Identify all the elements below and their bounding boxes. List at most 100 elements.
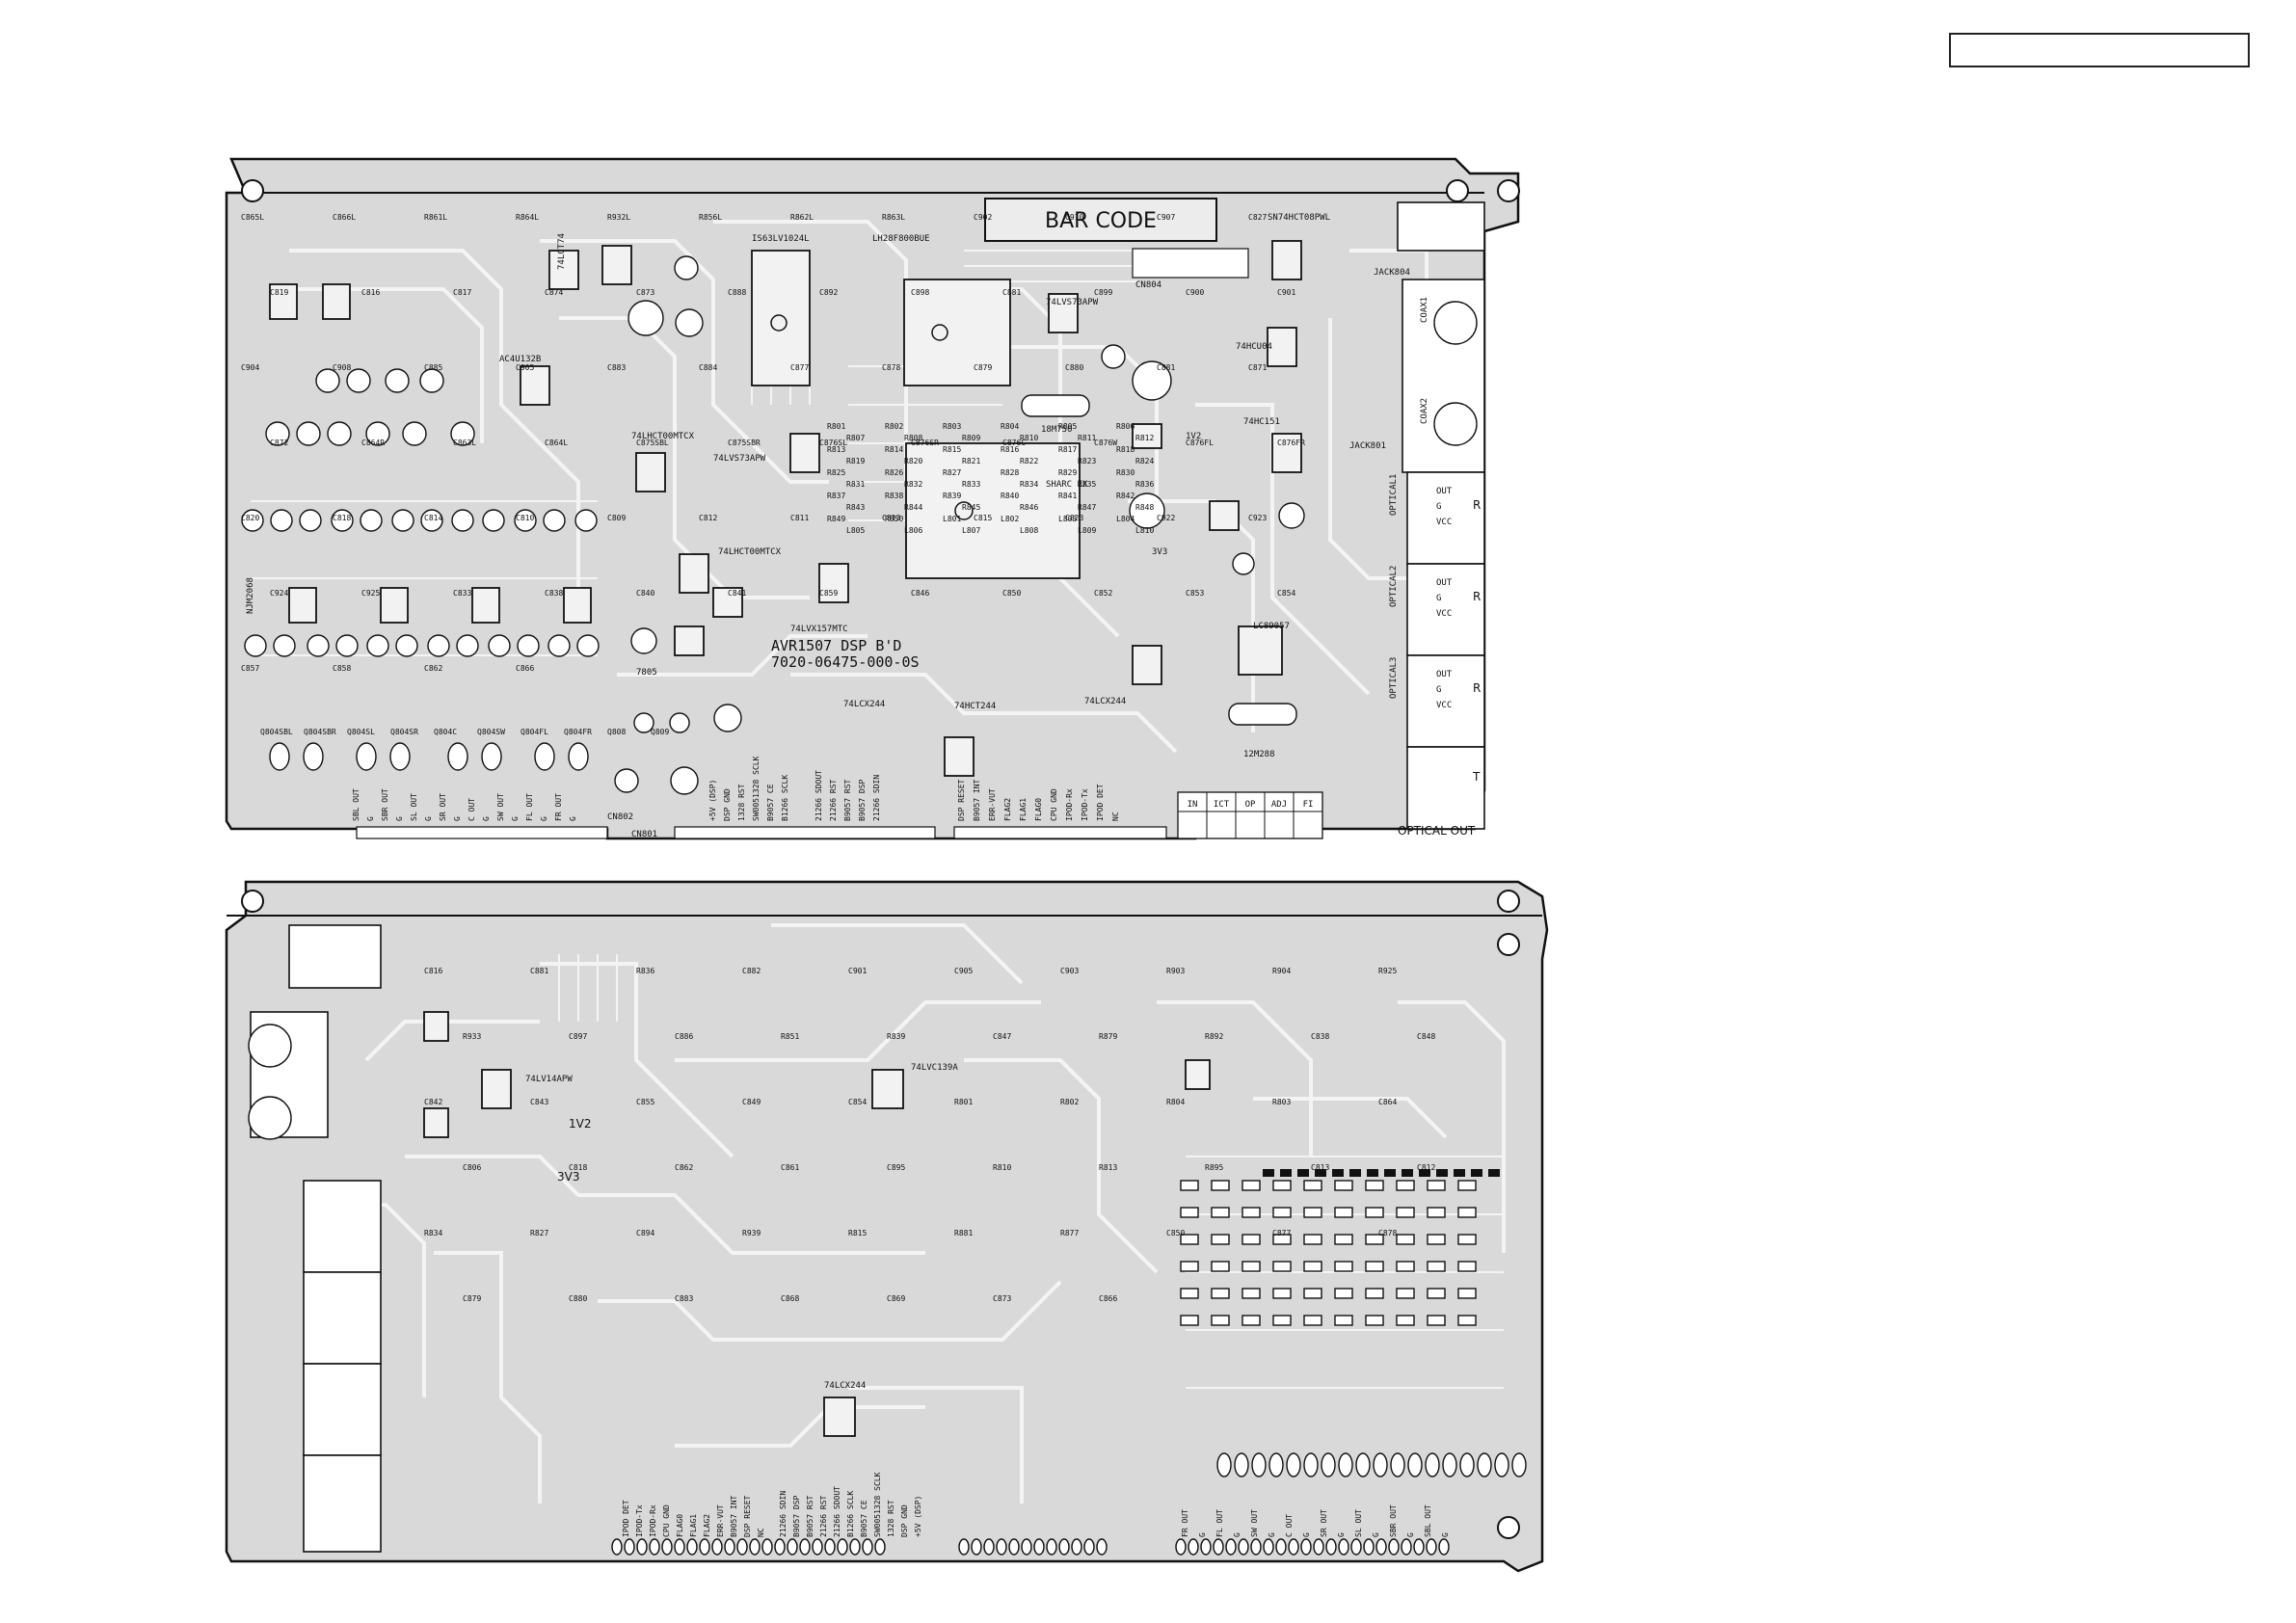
ic-label-ic830: SN74HCT08PWL bbox=[1268, 213, 1330, 223]
component-label: C862 bbox=[675, 1163, 693, 1172]
connector-label-cn802: CN802 bbox=[607, 812, 633, 822]
component-label: C897 bbox=[569, 1032, 587, 1041]
mounting-hole bbox=[1497, 1516, 1520, 1539]
pin-label: FLAG1 bbox=[689, 1514, 698, 1537]
ic-label-ic824: 1V2 bbox=[1186, 432, 1201, 441]
cap-row-2 bbox=[241, 509, 598, 532]
component-label: R833 bbox=[962, 480, 980, 489]
component-label: C866 bbox=[516, 664, 534, 673]
component-label: R848 bbox=[1135, 503, 1154, 512]
ic-label-ic817: IS63LV1024L bbox=[752, 234, 810, 244]
component-label: Q809 bbox=[651, 728, 669, 736]
ic-label-ic829-bottom: 74LV14APW bbox=[525, 1075, 573, 1084]
pin-label: SBR OUT bbox=[1389, 1504, 1398, 1537]
pin-label: 21266 RST bbox=[829, 779, 838, 821]
crystal-xtal1 bbox=[1228, 703, 1297, 726]
page-number-box bbox=[1949, 33, 2250, 67]
component-label: L801 bbox=[943, 515, 961, 523]
component-label: C876FL bbox=[1186, 439, 1214, 447]
component-label: R939 bbox=[742, 1229, 761, 1237]
component-label: R877 bbox=[1060, 1229, 1079, 1237]
pin-label: +5V (DSP) bbox=[708, 780, 717, 821]
component-label: R836 bbox=[636, 967, 654, 975]
pin-label: G bbox=[453, 816, 462, 821]
ic-label-ic829: 74LCT74 bbox=[557, 233, 567, 270]
component-label: R831 bbox=[846, 480, 865, 489]
rail-label-1v2: 1V2 bbox=[569, 1117, 591, 1131]
component-label: C863L bbox=[453, 439, 476, 447]
pin-label: IPOD DET bbox=[1096, 784, 1105, 821]
pin-label: G bbox=[1337, 1532, 1346, 1537]
pin-label: B9057 CE bbox=[860, 1500, 868, 1537]
resistor-array-grid bbox=[1180, 1169, 1500, 1326]
crystal-label-xtal1: 12M288 bbox=[1243, 750, 1275, 759]
component-label: R801 bbox=[827, 422, 845, 431]
ic-label-ic812: 74HCT244 bbox=[954, 702, 996, 711]
optical-pin-label: G bbox=[1436, 685, 1441, 695]
component-label: R820 bbox=[904, 457, 922, 466]
component-label: C876W bbox=[1094, 439, 1117, 447]
component-label: R804 bbox=[1001, 422, 1019, 431]
pin-label: NC bbox=[757, 1528, 765, 1537]
mounting-hole bbox=[1497, 179, 1520, 202]
optical-pin-label: OUT bbox=[1436, 487, 1453, 496]
component-label: R808 bbox=[904, 434, 922, 442]
pin-label: SBR OUT bbox=[381, 788, 389, 821]
component-label: R832 bbox=[904, 480, 922, 489]
pin-label: +5V (DSP) bbox=[914, 1496, 922, 1537]
top-board: BAR CODE bbox=[225, 157, 1520, 840]
rail-label-3v3: 3V3 bbox=[1152, 547, 1167, 557]
component-label: R835 bbox=[1078, 480, 1096, 489]
component-label: C813 bbox=[1311, 1163, 1329, 1172]
component-label: C880 bbox=[1065, 363, 1083, 372]
ic-label-ic813: AC4U132B bbox=[499, 355, 541, 364]
ic-label-ic810: 74LCX244 bbox=[843, 700, 885, 709]
pin-label: G bbox=[569, 816, 577, 821]
component-label: C881 bbox=[1157, 363, 1175, 372]
component-label: R846 bbox=[1020, 503, 1038, 512]
component-label: R824 bbox=[1135, 457, 1154, 466]
pin-label: 1328 RST bbox=[887, 1500, 895, 1537]
component-label: C923 bbox=[1248, 514, 1267, 522]
side-letter: R bbox=[1473, 681, 1481, 695]
pin-label: DSP RESET bbox=[957, 779, 966, 821]
component-label: R829 bbox=[1058, 468, 1077, 477]
component-label: R812 bbox=[1135, 434, 1154, 442]
component-label: C886 bbox=[675, 1032, 693, 1041]
component-label: C875SBR bbox=[728, 439, 761, 447]
right-jack-column bbox=[1397, 201, 1485, 830]
pin-label: 21266 RST bbox=[819, 1495, 828, 1537]
pin-label: FR OUT bbox=[1181, 1509, 1189, 1537]
optical-pin-label: OUT bbox=[1436, 578, 1453, 588]
component-label: R813 bbox=[1099, 1163, 1117, 1172]
component-label: C899 bbox=[1094, 288, 1112, 297]
pin-label: SW0051328 SCLK bbox=[873, 1472, 882, 1537]
component-label: C818 bbox=[569, 1163, 587, 1172]
component-label: Q804FR bbox=[564, 728, 592, 736]
ic-label-ic811-bottom: 74LCX244 bbox=[824, 1381, 866, 1391]
component-label: C843 bbox=[530, 1098, 548, 1106]
component-label: C815 bbox=[974, 514, 992, 522]
bottom-board-outline bbox=[225, 880, 1549, 1573]
component-label: R813 bbox=[827, 445, 845, 454]
component-label: C910 bbox=[1065, 213, 1083, 222]
component-label: R843 bbox=[846, 503, 865, 512]
component-label: R841 bbox=[1058, 492, 1077, 500]
flash-chip bbox=[903, 279, 1011, 386]
component-label: R849 bbox=[827, 515, 845, 523]
pin-label: ERR-VUT bbox=[716, 1504, 725, 1537]
component-label: Q804SBL bbox=[260, 728, 293, 736]
side-letter: R bbox=[1473, 498, 1481, 512]
component-label: C810 bbox=[516, 514, 534, 522]
component-label: C876SL bbox=[819, 439, 847, 447]
component-label: C924 bbox=[270, 589, 288, 598]
component-label: C876C bbox=[1002, 439, 1026, 447]
component-label: R827 bbox=[530, 1229, 548, 1237]
pin-label: 21266 SDIN bbox=[779, 1491, 788, 1537]
connector-cn804 bbox=[1132, 248, 1249, 279]
component-label: R806 bbox=[1116, 422, 1135, 431]
